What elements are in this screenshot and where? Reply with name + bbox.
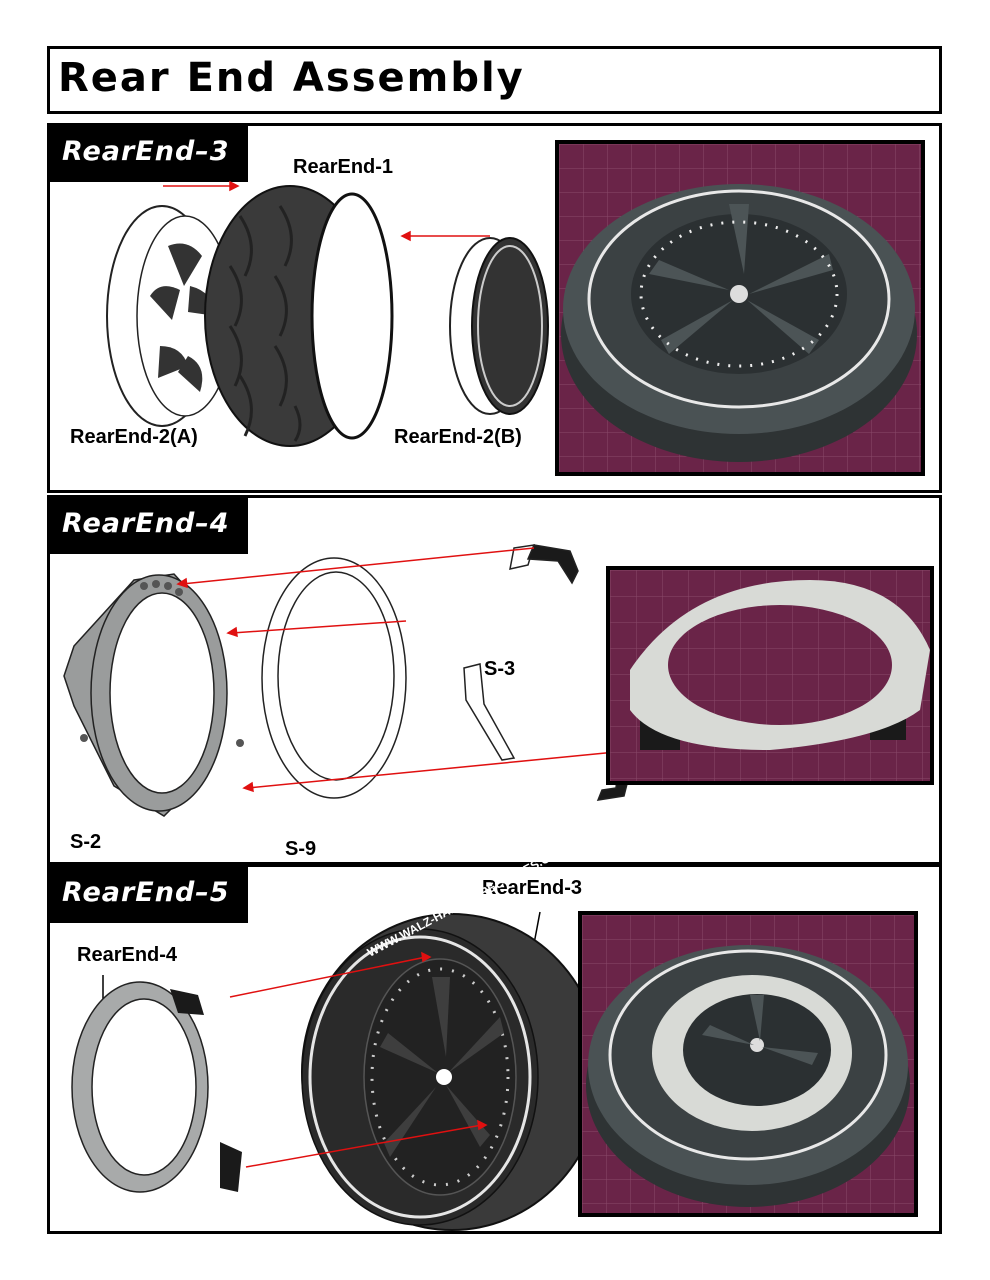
ring-s-9-illustration bbox=[261, 557, 407, 799]
page-title: Rear End Assembly bbox=[58, 55, 525, 101]
exploded-wheel-diagram bbox=[106, 180, 549, 447]
label-s-2: S-2 bbox=[70, 831, 102, 853]
photo-rotor-assembly bbox=[606, 566, 934, 785]
label-s-9: S-9 bbox=[285, 838, 317, 860]
label-rearend-4: RearEnd-4 bbox=[77, 944, 178, 966]
title-box: Rear End Assembly bbox=[47, 46, 942, 114]
rotor-s-2-illustration bbox=[63, 573, 244, 817]
step-panel-rearend-3: RearEnd–3 RearEnd-1 RearEnd-2(A) RearEnd… bbox=[47, 123, 942, 493]
exploded-rotor-diagram bbox=[63, 544, 645, 817]
photo-assembled-wheel bbox=[555, 140, 925, 476]
step-tag: RearEnd–5 bbox=[50, 867, 248, 923]
tire-rearend-3-illustration: WWW.WALZ-HARDCORECYCLES.COM bbox=[301, 842, 603, 1231]
step-tag: RearEnd–3 bbox=[50, 126, 248, 182]
label-rearend-2a: RearEnd-2(A) bbox=[70, 426, 198, 448]
rim-half-a-illustration bbox=[106, 205, 234, 427]
photo-final-assembly bbox=[578, 911, 918, 1217]
step-tag: RearEnd–4 bbox=[50, 498, 248, 554]
rim-half-b-illustration bbox=[449, 237, 549, 415]
label-rearend-3: RearEnd-3 bbox=[482, 877, 583, 899]
final-assembly-diagram: WWW.WALZ-HARDCORECYCLES.COM bbox=[71, 842, 603, 1231]
step-panel-rearend-4: RearEnd–4 S-3 S-2 S-9 bbox=[47, 495, 942, 865]
rotor-rearend-4-illustration bbox=[71, 981, 242, 1193]
tire-illustration bbox=[204, 185, 394, 447]
label-rearend-1: RearEnd-1 bbox=[293, 156, 394, 178]
label-rearend-2b: RearEnd-2(B) bbox=[394, 426, 522, 448]
label-s-3: S-3 bbox=[484, 658, 516, 680]
step-panel-rearend-5: RearEnd–5 RearEnd-3 RearEnd-4 bbox=[47, 842, 942, 1234]
